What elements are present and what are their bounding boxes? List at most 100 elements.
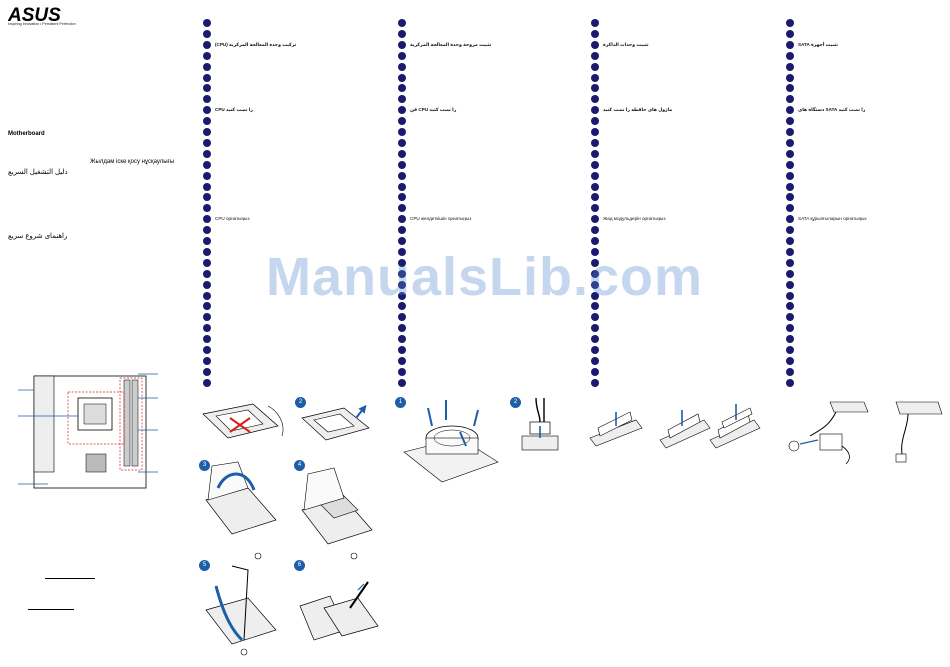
bullet-icon	[203, 258, 211, 267]
bullet-row	[203, 62, 383, 73]
bullet-row: دستگاه های SATA را نصب کنید	[786, 106, 950, 116]
brand-tagline: Inspiring Innovation • Persistent Perfec…	[8, 22, 76, 26]
bullet-row	[786, 258, 950, 269]
bullet-row	[591, 346, 771, 356]
bullet-icon	[786, 291, 794, 300]
bullet-icon	[786, 73, 794, 82]
bullet-row	[203, 29, 383, 40]
bullet-row	[591, 280, 771, 291]
bullet-icon	[398, 356, 406, 365]
logo-text: ASUS	[8, 5, 61, 26]
bullet-row	[786, 247, 950, 258]
bullet-icon	[591, 215, 599, 224]
bullet-row	[398, 302, 578, 312]
bullet-icon	[398, 40, 406, 49]
column-heading: SATA құрылғыларын орнатыңыз	[798, 216, 867, 222]
bullet-row	[398, 51, 578, 62]
bullet-icon	[786, 51, 794, 60]
column-heading: CPU را نصب کنید	[215, 107, 253, 113]
bullet-row	[398, 138, 578, 149]
bullet-row	[398, 95, 578, 105]
bullet-row	[591, 291, 771, 302]
bullet-row: تثبيت مروحة وحدة المعالجة المركزية	[398, 40, 578, 51]
bullet-icon	[398, 247, 406, 256]
bullet-row	[786, 291, 950, 302]
memory-illus-2	[659, 410, 711, 449]
bullet-row	[203, 182, 383, 193]
bullet-row	[203, 291, 383, 302]
bullet-row	[786, 160, 950, 171]
bullet-icon	[203, 171, 211, 180]
sata-illus-2	[895, 401, 943, 463]
bullet-row	[203, 302, 383, 312]
bullet-icon	[786, 237, 794, 245]
bullet-row	[786, 62, 950, 73]
bullet-icon	[398, 324, 406, 333]
bullet-row	[398, 29, 578, 40]
bullet-icon	[203, 29, 211, 38]
bullet-icon	[203, 51, 211, 60]
column-heading: (CPU) تركيب وحدة المعالجة المركزية	[215, 41, 297, 47]
bullet-row	[398, 247, 578, 258]
cpu-socket-illus-6	[299, 581, 379, 641]
bullet-row	[786, 237, 950, 247]
bullet-row	[591, 182, 771, 193]
bullet-icon	[591, 378, 599, 387]
bullet-row	[591, 302, 771, 312]
bullet-icon	[203, 215, 211, 224]
cpu-socket-illus-4	[301, 467, 373, 560]
bullet-icon	[203, 117, 211, 126]
watermark: ManualsLib.com	[266, 247, 704, 307]
bullet-icon	[591, 291, 599, 300]
bullet-row	[398, 258, 578, 269]
bullet-icon	[786, 302, 794, 311]
column-heading: CPU желдеткішін орнатыңыз	[410, 216, 472, 222]
bullet-icon	[203, 62, 211, 71]
fan-step-2-badge: 2	[510, 397, 521, 408]
bullet-icon	[591, 193, 599, 202]
bullet-icon	[203, 302, 211, 311]
bullet-icon	[591, 106, 599, 115]
bullet-row	[591, 335, 771, 345]
bullet-row	[203, 171, 383, 182]
bullet-icon	[786, 324, 794, 333]
bullet-icon	[786, 138, 794, 147]
bullet-row	[398, 313, 578, 323]
bullet-row	[398, 269, 578, 280]
bullet-row	[398, 19, 578, 29]
bullet-icon	[786, 269, 794, 278]
bullet-row	[203, 356, 383, 367]
bullet-row	[398, 280, 578, 291]
bullet-icon	[398, 160, 406, 169]
bullet-row: CPU желдеткішін орнатыңыз	[398, 215, 578, 225]
bullet-icon	[398, 291, 406, 300]
bullet-icon	[786, 160, 794, 169]
bullet-row	[786, 324, 950, 334]
bullet-row	[203, 269, 383, 280]
bullet-row	[203, 378, 383, 389]
underline-1	[45, 578, 95, 579]
bullet-icon	[398, 215, 406, 224]
bullet-icon	[591, 226, 599, 235]
bullet-row	[398, 291, 578, 302]
bullet-row	[786, 51, 950, 62]
bullet-icon	[786, 29, 794, 38]
bullet-row	[786, 335, 950, 345]
bullet-row	[203, 237, 383, 247]
bullet-row	[591, 204, 771, 214]
bullet-row	[591, 138, 771, 149]
bullet-icon	[203, 237, 211, 245]
bullet-row: تثبيت وحدات الذاكرة	[591, 40, 771, 51]
bullet-row	[591, 171, 771, 182]
bullet-icon	[398, 378, 406, 387]
bullet-icon	[591, 204, 599, 213]
bullet-icon	[786, 95, 794, 104]
bullet-row: SATA تثبيت أجهزة	[786, 40, 950, 51]
bullet-icon	[591, 313, 599, 322]
bullet-icon	[398, 237, 406, 245]
bullet-icon	[398, 106, 406, 115]
bullet-row	[203, 51, 383, 62]
bullet-icon	[398, 193, 406, 202]
bullet-row	[591, 226, 771, 236]
bullet-icon	[786, 149, 794, 158]
